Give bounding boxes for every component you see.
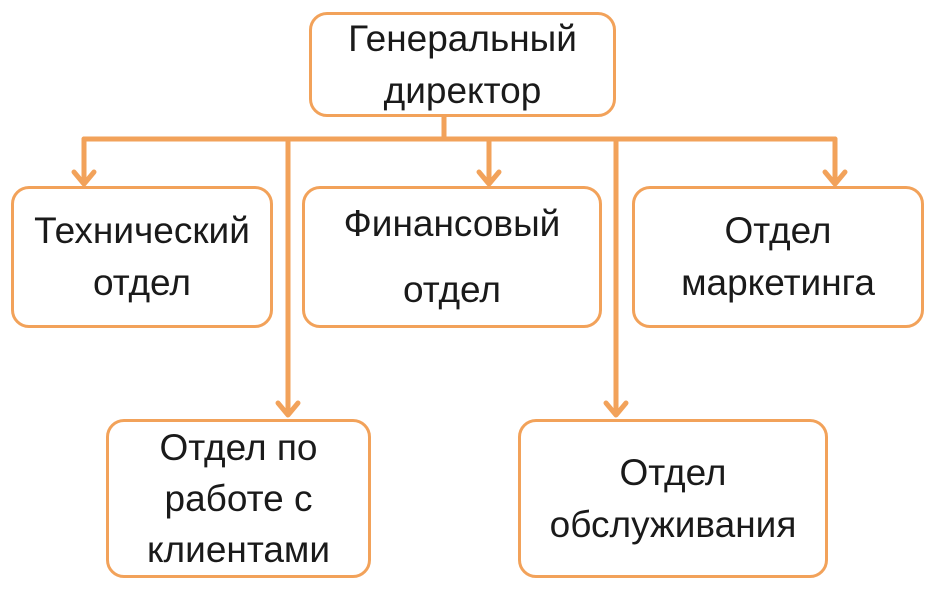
node-marketing-department: Отдел маркетинга: [632, 186, 924, 328]
node-technical-department: Технический отдел: [11, 186, 273, 328]
node-label-line: Финансовый: [343, 203, 561, 244]
node-label-line: Генеральный: [348, 17, 577, 59]
node-label-line: отдел: [402, 269, 501, 310]
node-label-line: Отдел: [619, 451, 727, 493]
arrowhead-clients: [275, 400, 301, 418]
node-service-department: Отдел обслуживания: [518, 419, 828, 578]
arrowhead-marketing: [822, 169, 848, 187]
node-label-line: отдел: [92, 262, 191, 303]
node-label-line: работе с: [164, 478, 313, 519]
node-label-line: Технический: [34, 210, 250, 251]
arrowhead-technical: [71, 169, 97, 187]
node-label-line: обслуживания: [549, 503, 797, 545]
node-general-director: Генеральный директор: [309, 12, 616, 117]
node-label-line: маркетинга: [681, 262, 875, 303]
node-label-line: Отдел по: [159, 427, 318, 468]
node-finance-department: Финансовый отдел: [302, 186, 602, 328]
arrowhead-finance: [476, 169, 502, 187]
node-label-line: Отдел: [724, 210, 832, 251]
node-client-relations-department: Отдел по работе с клиентами: [106, 419, 371, 578]
node-label-line: директор: [383, 69, 542, 111]
node-label-line: клиентами: [146, 529, 331, 570]
arrowhead-service: [603, 400, 629, 418]
